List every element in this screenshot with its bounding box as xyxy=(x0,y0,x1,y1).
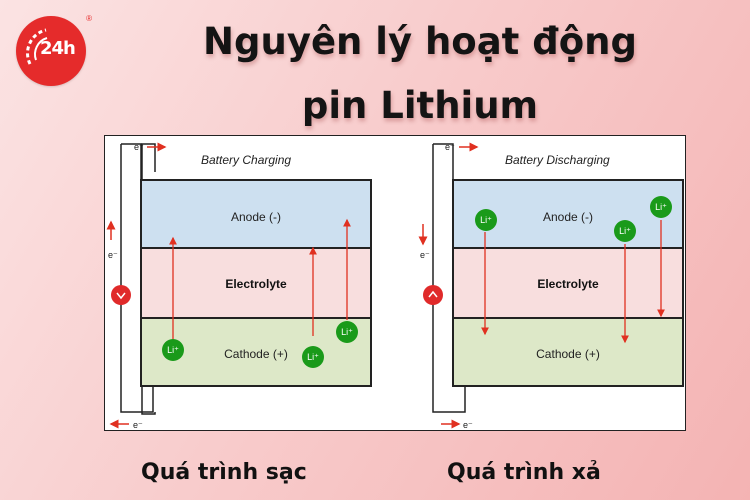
charging-electrolyte-label: Electrolyte xyxy=(225,277,287,291)
ion-label: Li⁺ xyxy=(341,327,353,337)
charging-cathode-label: Cathode (+) xyxy=(224,347,288,361)
discharging-load-bulb-icon xyxy=(423,285,443,305)
charging-ion-2: Li⁺ xyxy=(302,346,324,368)
discharging-diagram xyxy=(418,142,684,429)
discharging-ion-2: Li⁺ xyxy=(614,220,636,242)
charging-power-source-icon xyxy=(111,285,131,305)
brand-logo: 24h ® xyxy=(16,14,92,86)
charging-anode-label: Anode (-) xyxy=(231,210,281,224)
ion-label: Li⁺ xyxy=(307,352,319,362)
ion-label: Li⁺ xyxy=(167,345,179,355)
ion-label: Li⁺ xyxy=(480,215,492,225)
charging-heading: Battery Charging xyxy=(201,153,291,167)
discharging-ion-1: Li⁺ xyxy=(475,209,497,231)
discharging-electrolyte-label: Electrolyte xyxy=(537,277,599,291)
discharging-electron-bottom: e⁻ xyxy=(463,420,473,430)
caption-charging: Quá trình sạc xyxy=(141,460,307,485)
discharging-heading: Battery Discharging xyxy=(505,153,610,167)
charging-ion-1: Li⁺ xyxy=(162,339,184,361)
battery-diagram-panel: Battery Charging Anode (-) Electrolyte C… xyxy=(104,135,686,431)
charging-anode-layer xyxy=(140,179,372,249)
discharging-ion-3: Li⁺ xyxy=(650,196,672,218)
discharging-electron-side: e⁻ xyxy=(420,250,430,260)
title-line-2: pin Lithium xyxy=(301,84,539,127)
ion-label: Li⁺ xyxy=(619,226,631,236)
ion-label: Li⁺ xyxy=(655,202,667,212)
battery-diagram: Battery Charging Anode (-) Electrolyte C… xyxy=(106,142,684,430)
charging-electron-top: e⁻ xyxy=(134,142,144,152)
discharging-cathode-label: Cathode (+) xyxy=(536,347,600,361)
discharging-cathode-layer xyxy=(452,317,684,387)
charging-electron-bottom: e⁻ xyxy=(133,420,143,430)
caption-discharging: Quá trình xả xyxy=(447,460,601,485)
charging-electron-side: e⁻ xyxy=(108,250,118,260)
discharging-electron-top: e⁻ xyxy=(445,142,455,152)
charging-electrolyte-layer xyxy=(140,247,372,319)
logo-text: 24h xyxy=(40,38,76,59)
charging-ion-3: Li⁺ xyxy=(336,321,358,343)
logo-speed-arcs-icon xyxy=(26,28,48,65)
title-line-1: Nguyên lý hoạt động xyxy=(203,20,637,63)
discharging-anode-label: Anode (-) xyxy=(543,210,593,224)
logo-registered-mark: ® xyxy=(86,14,92,23)
